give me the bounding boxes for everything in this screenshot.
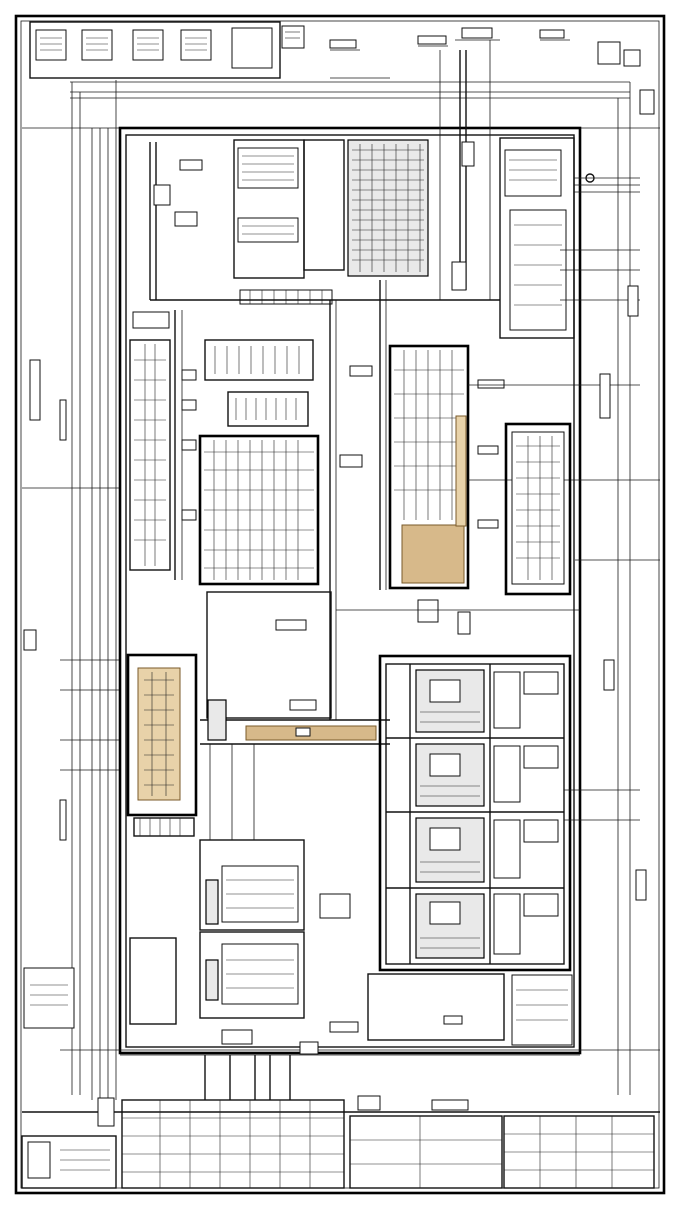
left-lower-rack — [126, 653, 227, 837]
right-edge-callouts — [575, 89, 660, 901]
top-callouts — [329, 27, 641, 67]
right-module-stack — [378, 654, 640, 972]
outer-border — [14, 14, 666, 1195]
module-row — [415, 817, 559, 883]
main-enclosure — [118, 126, 582, 1055]
module-row — [415, 893, 559, 959]
tan-busbar — [245, 725, 377, 741]
top-bus-lines — [22, 77, 660, 1095]
module-row — [415, 743, 559, 807]
module-row — [415, 669, 559, 733]
lower-left-panels — [129, 744, 351, 1025]
far-right-panel — [504, 422, 572, 596]
top-panel-zone — [132, 40, 640, 339]
tan-component-block — [401, 524, 465, 584]
bottom-title-block — [21, 1095, 660, 1189]
main-enclosure-inner — [125, 134, 575, 1048]
left-wiring — [22, 80, 120, 1100]
center-terminal-blocks — [174, 300, 373, 720]
header-block — [29, 21, 305, 79]
bottom-enclosure — [60, 973, 660, 1100]
right-center-cabinet — [379, 280, 660, 590]
left-rack — [129, 339, 197, 571]
middle-panel — [200, 591, 580, 745]
